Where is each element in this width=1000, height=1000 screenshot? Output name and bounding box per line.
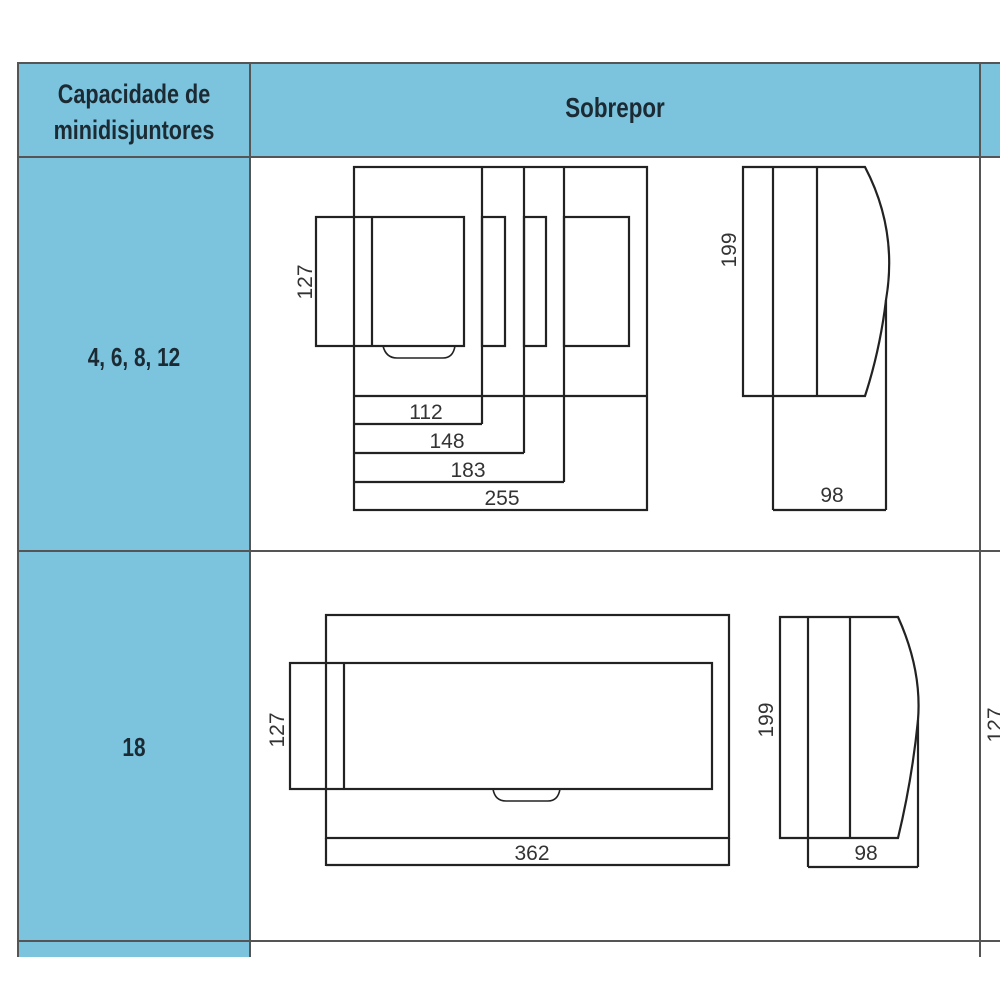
dim-front-height: 127 [266,712,289,747]
side-view-18 [778,615,920,869]
dim-side-depth: 98 [820,484,843,507]
front-view-small [314,165,649,512]
capacity-column [18,157,250,957]
table-border [18,940,1000,942]
row-capacity: 18 [122,732,146,762]
table-border [979,62,981,957]
dim-width-362: 362 [514,842,549,865]
dim-width-148: 148 [429,430,464,453]
table-border [18,550,1000,552]
table-border [249,62,251,957]
dim-width-112: 112 [409,401,442,424]
side-view-small [741,165,891,512]
row-capacity: 4, 6, 8, 12 [87,342,181,372]
front-view-18 [288,613,731,867]
header-sobrepor: Sobrepor [565,92,665,123]
table-border-left [17,62,19,957]
header-capacity: Capacidade de minidisjuntores [41,76,227,148]
dim-side-height: 199 [755,702,778,737]
dim-side-depth: 98 [854,842,877,865]
header-capacity-line1: Capacidade de [57,79,211,109]
dim-front-height: 127 [294,264,317,299]
header-row [18,63,1000,157]
header-capacity-line2: minidisjuntores [53,115,215,145]
dim-width-183: 183 [450,459,485,482]
dim-width-255: 255 [484,487,519,510]
table-border [18,156,1000,158]
dim-side-height: 199 [718,232,741,267]
clipped-dim-label: 127 [984,707,1000,742]
table-border-top [18,62,1000,64]
